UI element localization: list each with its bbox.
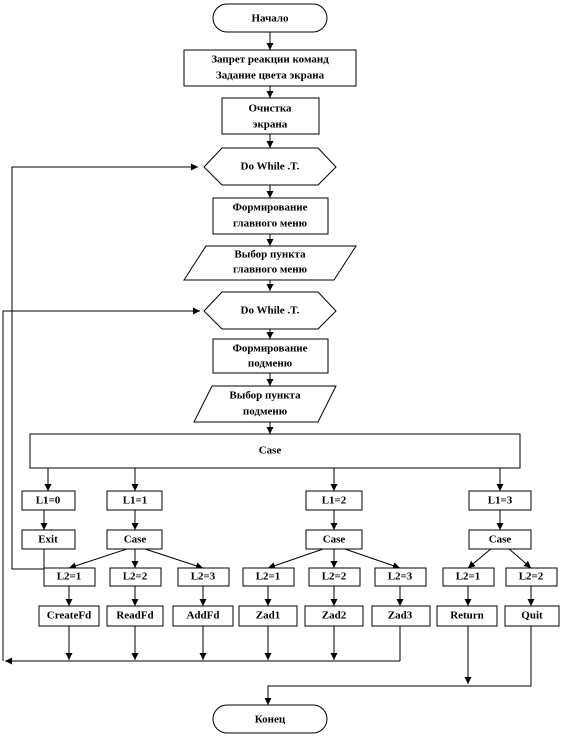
submenu-block: Формирование подменю: [212, 338, 329, 374]
addfd-label: AddFd: [186, 610, 219, 622]
b3-l2-1-block: L2=1: [442, 567, 495, 587]
start-terminal: Начало: [212, 3, 328, 33]
case-3-label: Case: [489, 534, 512, 546]
b1-l2-1-label: L2=1: [57, 571, 82, 583]
choose-main-menu-parallelogram: Выбор пункта главного меню: [183, 245, 357, 281]
zad1-label: Zad1: [256, 610, 280, 622]
exit-label: Exit: [38, 534, 58, 546]
init-label-2: Задание цвета экрана: [216, 70, 325, 82]
b2-l2-3-block: L2=3: [374, 567, 427, 587]
b1-l2-3-label: L2=3: [191, 571, 216, 583]
b2-l2-2-label: L2=2: [322, 571, 347, 583]
return-label: Return: [450, 610, 484, 622]
l1-0-block: L1=0: [21, 490, 76, 511]
clear-label-2: экрана: [253, 119, 288, 131]
case-main-block: Case: [29, 433, 521, 469]
main-menu-block: Формирование главного меню: [212, 197, 329, 235]
init-block: Запрет реакции команд Задание цвета экра…: [183, 49, 357, 87]
createfd-block: CreateFd: [38, 605, 100, 627]
exit-block: Exit: [21, 529, 76, 550]
l1-2-block: L1=2: [305, 490, 363, 511]
choose-submenu-parallelogram: Выбор пункта подменю: [193, 385, 337, 423]
inner-loop-hexagon: Do While .T.: [203, 291, 337, 330]
l1-2-label: L1=2: [322, 495, 347, 507]
case-1-label: Case: [124, 534, 147, 546]
choose-sub-label-1: Выбор пункта: [229, 390, 301, 402]
readfd-block: ReadFd: [106, 605, 164, 627]
b3-l2-1-label: L2=1: [456, 571, 481, 583]
choose-main-label-2: главного меню: [233, 264, 307, 276]
start-label: Начало: [251, 13, 289, 25]
l1-1-label: L1=1: [123, 495, 148, 507]
submenu-label-1: Формирование: [232, 343, 307, 355]
quit-label: Quit: [521, 610, 543, 622]
clear-label-1: Очистка: [248, 103, 292, 115]
connectors: [2, 32, 535, 705]
choose-main-label-1: Выбор пункта: [234, 249, 306, 261]
b1-l2-1-block: L2=1: [43, 567, 96, 587]
zad2-block: Zad2: [304, 605, 364, 627]
case-main-label: Case: [259, 445, 282, 457]
end-label: Конец: [255, 714, 286, 726]
b2-l2-1-label: L2=1: [256, 571, 281, 583]
b2-l2-3-label: L2=3: [388, 571, 413, 583]
b1-l2-2-label: L2=2: [123, 571, 148, 583]
zad3-block: Zad3: [371, 605, 431, 627]
case-3-block: Case: [468, 529, 532, 550]
createfd-label: CreateFd: [47, 610, 91, 622]
main-menu-label-1: Формирование: [232, 202, 307, 214]
submenu-label-2: подменю: [248, 358, 292, 370]
clear-screen-block: Очистка экрана: [221, 97, 320, 135]
l1-0-label: L1=0: [36, 495, 61, 507]
zad2-label: Zad2: [322, 610, 347, 622]
case-2-label: Case: [323, 534, 346, 546]
main-menu-label-2: главного меню: [233, 218, 307, 230]
b1-l2-3-block: L2=3: [177, 567, 230, 587]
b1-l2-2-block: L2=2: [109, 567, 162, 587]
readfd-label: ReadFd: [116, 610, 153, 622]
b3-l2-2-label: L2=2: [519, 571, 544, 583]
b2-l2-1-block: L2=1: [242, 567, 295, 587]
return-block: Return: [436, 605, 498, 627]
l1-3-label: L1=3: [488, 495, 513, 507]
choose-sub-label-2: подменю: [243, 406, 287, 418]
outer-loop-hexagon: Do While .T.: [203, 147, 337, 186]
l1-1-block: L1=1: [106, 490, 163, 511]
addfd-block: AddFd: [172, 605, 234, 627]
inner-loop-label: Do While .T.: [241, 305, 300, 317]
quit-block: Quit: [504, 605, 560, 627]
end-terminal: Конец: [212, 704, 328, 734]
l1-3-block: L1=3: [468, 490, 532, 511]
case-2-block: Case: [305, 529, 363, 550]
outer-loop-label: Do While .T.: [241, 161, 300, 173]
zad1-block: Zad1: [238, 605, 298, 627]
init-label-1: Запрет реакции команд: [211, 54, 329, 66]
case-1-block: Case: [106, 529, 163, 550]
b3-l2-2-block: L2=2: [505, 567, 558, 587]
b2-l2-2-block: L2=2: [308, 567, 361, 587]
zad3-label: Zad3: [388, 610, 413, 622]
